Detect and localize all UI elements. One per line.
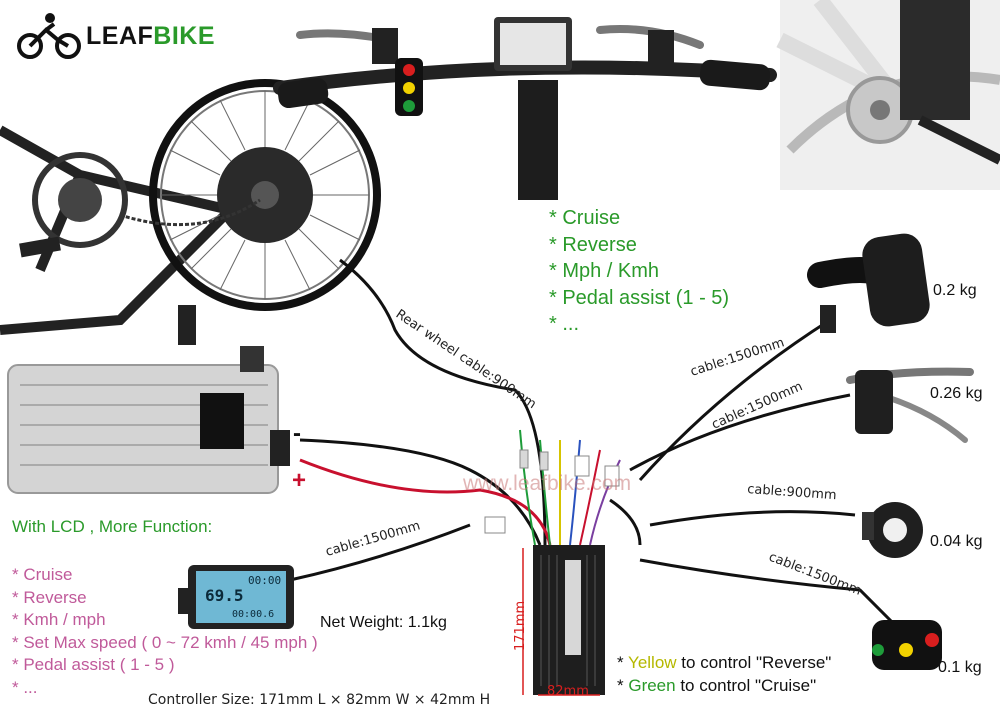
switch-cable-label: cable:1500mm	[767, 550, 864, 599]
lcd-feature-item: * Cruise	[12, 565, 73, 584]
front-wheel-pas	[776, 0, 1000, 190]
controller-box	[522, 545, 605, 696]
feature-item: * Mph / Kmh	[549, 260, 660, 282]
lcd-feature-item: * ...	[12, 677, 38, 697]
battery	[7, 346, 290, 494]
lcd-feature-item: * Set Max speed ( 0 ~ 72 kmh / 45 mph )	[12, 632, 318, 652]
feature-item: * Cruise	[549, 207, 621, 229]
battery-plus: +	[292, 467, 307, 494]
note-green: * Green to control "Cruise"	[617, 676, 817, 695]
handlebar	[273, 17, 777, 200]
switch-weight: 0.1 kg	[938, 659, 982, 676]
lcd-feature-item: * Reverse	[12, 587, 87, 607]
lcd-feature-list: * Cruise * Reverse * Kmh / mph * Set Max…	[12, 564, 318, 699]
controller-size: Controller Size: 171mm L × 82mm W × 42mm…	[148, 692, 491, 708]
lcd-speed-value: 69.5	[205, 586, 244, 605]
cables	[289, 258, 902, 632]
lcd-display	[178, 565, 294, 629]
battery-minus: -	[293, 420, 301, 447]
cyclist-icon	[17, 13, 81, 59]
throttle-cable-label: cable:1500mm	[689, 335, 787, 379]
net-weight: Net Weight: 1.1kg	[320, 614, 447, 631]
lcd-feature-item: * Pedal assist ( 1 - 5 )	[12, 655, 175, 674]
feature-list-top: * Cruise * Reverse * Mph / Kmh * Pedal a…	[549, 205, 729, 338]
lcd-cable-label: cable:1500mm	[324, 518, 422, 559]
brand-name: LEAFBIKE	[86, 22, 216, 50]
controller-width-label: 82mm	[547, 684, 589, 699]
lcd-feature-item: * Kmh / mph	[12, 610, 106, 629]
lcd-heading: With LCD , More Function:	[12, 517, 213, 536]
controller-length-label: 171mm	[513, 601, 528, 651]
lcd-top-value: 00:00	[248, 574, 281, 587]
pas-cable-label: cable:900mm	[747, 482, 837, 503]
cruise-reverse-switch	[872, 620, 942, 670]
feature-item: * ...	[549, 313, 580, 335]
brake-weight: 0.26 kg	[930, 385, 983, 402]
leafbike-logo	[14, 10, 214, 60]
watermark: www.leafbike.com	[463, 472, 632, 495]
pas-sensor	[862, 502, 923, 558]
pas-weight: 0.04 kg	[930, 533, 983, 550]
brake-lever	[846, 367, 974, 443]
feature-item: * Reverse	[549, 233, 637, 256]
lcd-bottom-value: 00:00.6	[232, 609, 274, 620]
throttle	[807, 233, 930, 333]
rear-wheel-cable-label: Rear wheel cable:900mm	[393, 307, 539, 412]
note-yellow: * Yellow to control "Reverse"	[617, 653, 832, 672]
brake-cable-label: cable:1500mm	[710, 379, 805, 432]
rear-wheel-motor	[0, 79, 381, 345]
feature-item: * Pedal assist (1 - 5)	[549, 286, 730, 309]
throttle-weight: 0.2 kg	[933, 282, 977, 299]
